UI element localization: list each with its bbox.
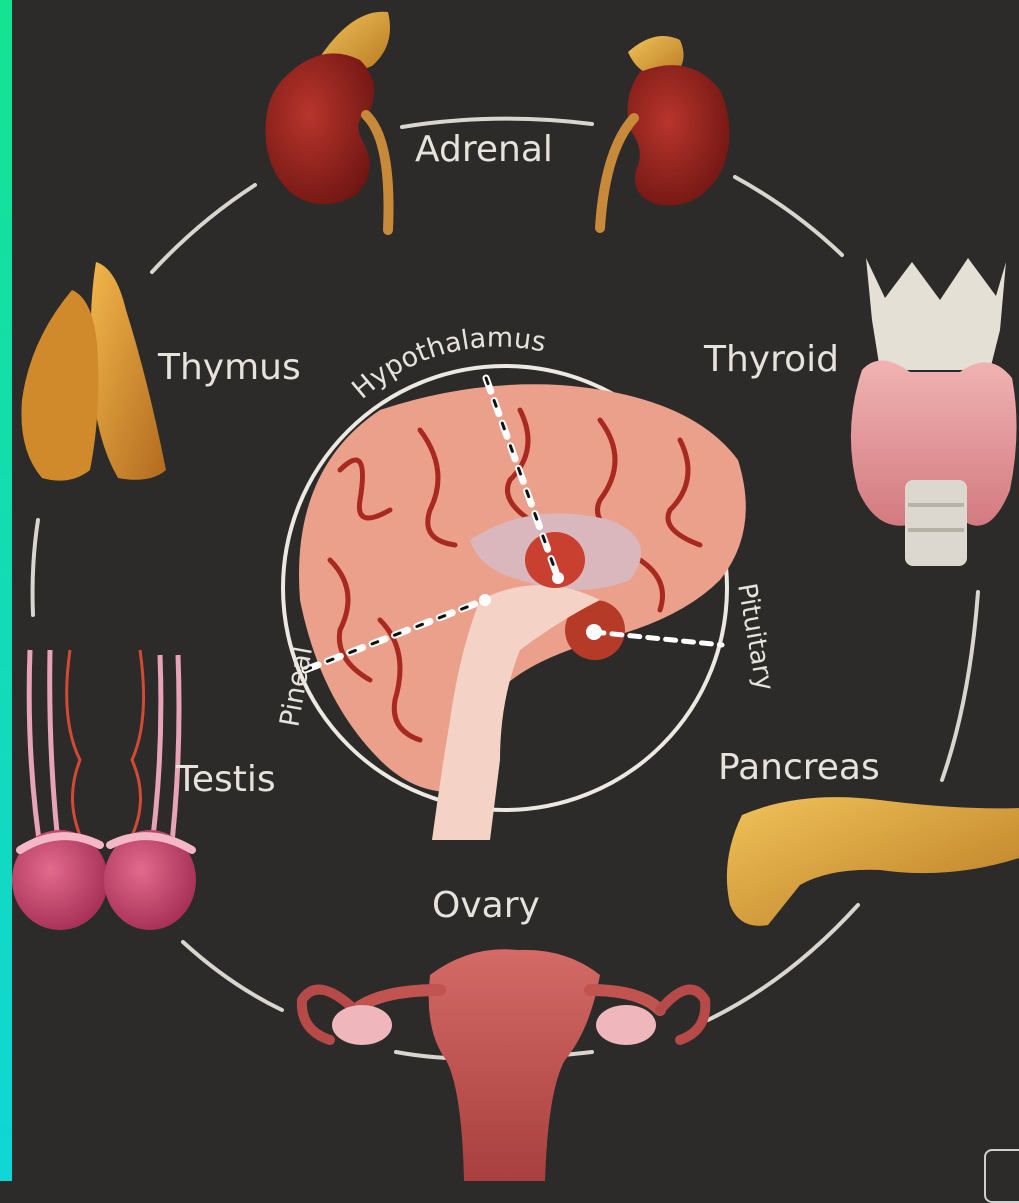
ring-arc-adrenal	[402, 119, 592, 127]
label-adrenal: Adrenal	[415, 132, 553, 168]
ring-arc-top-left	[152, 185, 255, 272]
ring-arc-left	[33, 520, 38, 615]
kidney-adrenal-icon	[266, 12, 730, 230]
corner-button[interactable]	[984, 1149, 1019, 1203]
thymus-icon	[21, 262, 166, 481]
label-thymus: Thymus	[158, 350, 301, 386]
pancreas-icon	[727, 797, 1019, 926]
label-thyroid: Thyroid	[704, 342, 839, 378]
thyroid-icon	[851, 258, 1017, 566]
label-testis: Testis	[176, 762, 276, 798]
ring-arc-right	[942, 592, 978, 780]
ring-arc-bottom-right	[708, 905, 858, 1020]
brain-icon	[299, 384, 746, 840]
ring-arc-top-right	[735, 177, 842, 255]
uterus-ovary-icon	[302, 949, 705, 1181]
ring-arc-bottom-left	[183, 942, 282, 1010]
testis-icon	[12, 650, 196, 930]
label-pineal: Pineal	[274, 644, 319, 729]
label-ovary: Ovary	[432, 888, 540, 924]
label-pancreas: Pancreas	[718, 750, 880, 786]
label-pituitary: Pituitary	[731, 581, 779, 693]
